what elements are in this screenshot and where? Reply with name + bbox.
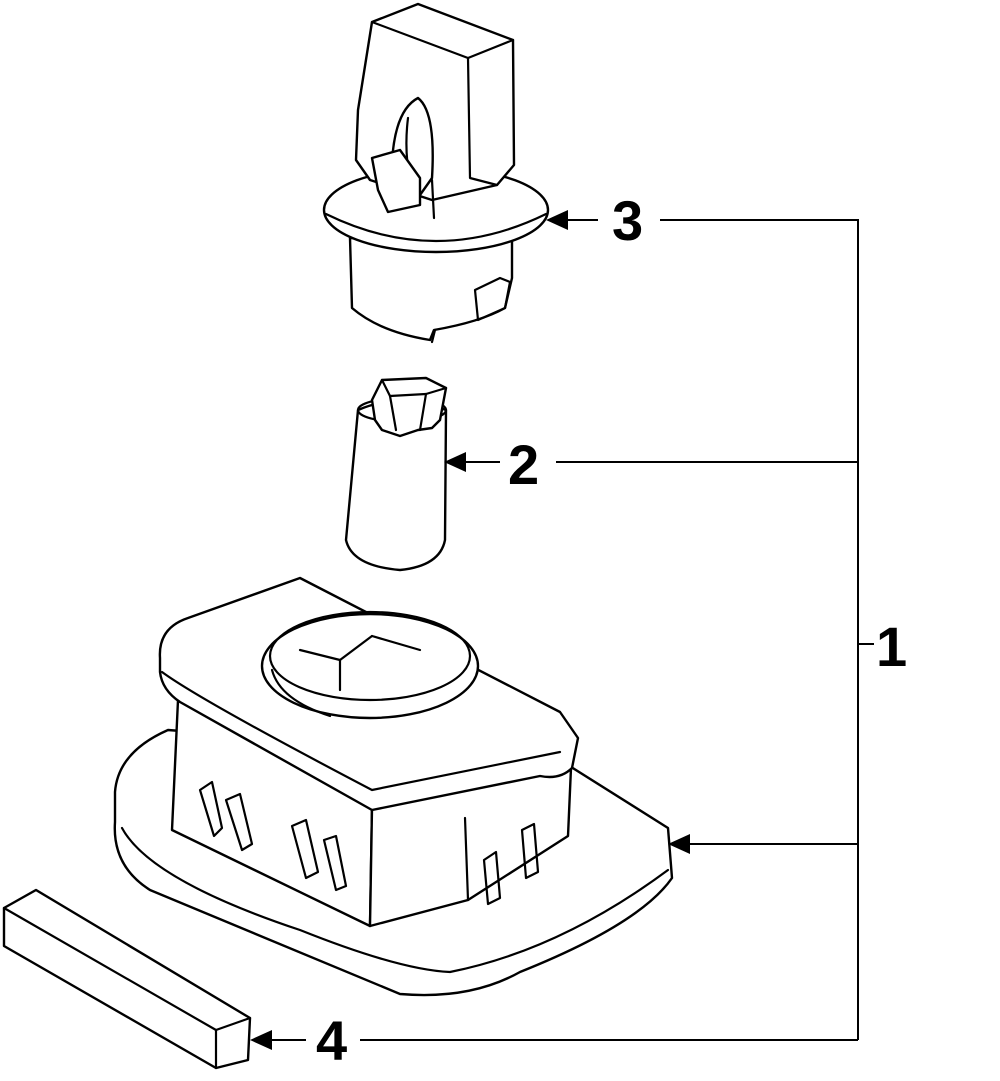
callout-3: 3 <box>612 189 643 252</box>
arrow-3-icon <box>546 210 568 230</box>
arrow-4-icon <box>250 1030 272 1050</box>
bulb-socket-part-3 <box>322 2 550 344</box>
arrow-housing-icon <box>668 834 690 854</box>
gasket-part-4 <box>2 888 252 1070</box>
bulb-part-2 <box>344 376 448 572</box>
callout-4: 4 <box>316 1009 347 1072</box>
callout-2: 2 <box>508 433 539 496</box>
arrow-2-icon <box>444 452 466 472</box>
callout-1: 1 <box>876 615 907 678</box>
lamp-housing-part-1 <box>113 576 674 997</box>
leader-line-3-bracket <box>660 219 859 1040</box>
leader-lines <box>250 210 874 1050</box>
